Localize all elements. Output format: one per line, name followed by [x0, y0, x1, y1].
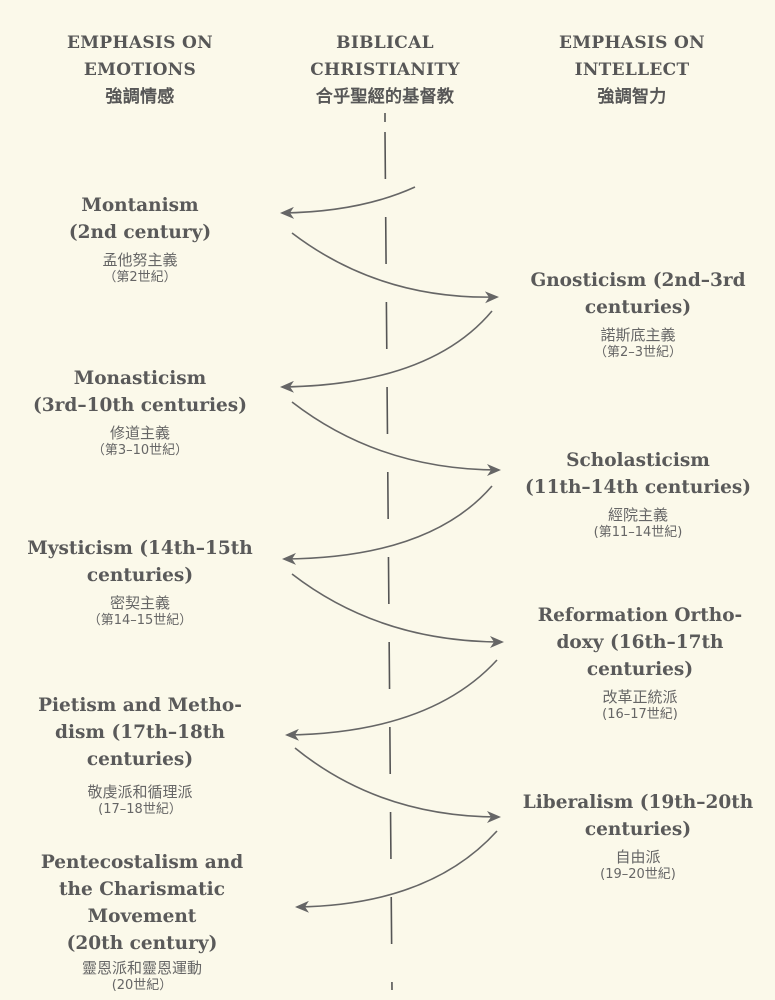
movement-zh: 孟他努主義 [102, 251, 178, 269]
movement-period: centuries) [86, 565, 194, 586]
movement-name: Pentecostalism and [40, 852, 244, 873]
header-zh: 強調情感 [105, 87, 175, 107]
movement-period: (11th–14th centuries) [524, 477, 752, 498]
movement-zh-period: (20世紀） [111, 978, 173, 993]
header-intellect: EMPHASIS ON INTELLECT 強調智力 [532, 30, 732, 111]
movement-zh: 密契主義 [109, 594, 170, 612]
movement-zh: 靈恩派和靈恩運動 [81, 959, 202, 977]
movement-zh-period: （第14–15世紀） [87, 613, 193, 628]
movement-name: the Charismatic [59, 879, 225, 900]
movement-period: centuries) [86, 749, 194, 770]
movement-name: dism (17th–18th [55, 722, 225, 743]
movement-period: (3rd–10th centuries) [33, 395, 247, 416]
movement-pietism-methodism: Pietism and Metho- dism (17th–18th centu… [0, 692, 290, 818]
movement-period: centuries) [584, 297, 692, 318]
movement-name: Movement [87, 906, 197, 927]
movement-liberalism: Liberalism (19th–20th centuries) 自由派 (19… [488, 789, 775, 883]
movement-name: doxy (16th–17th [556, 632, 724, 653]
header-text: INTELLECT [574, 60, 690, 80]
movement-pentecostalism: Pentecostalism and the Charismatic Movem… [0, 849, 292, 994]
movement-zh: 經院主義 [607, 506, 668, 524]
movement-zh: 修道主義 [109, 424, 170, 442]
movement-zh-period: （第2世紀） [103, 270, 177, 285]
header-zh: 強調智力 [597, 87, 667, 107]
movement-name: Liberalism (19th–20th [522, 792, 754, 813]
movement-period: (2nd century) [68, 222, 212, 243]
movement-zh-period: （第2–3世紀） [593, 345, 683, 360]
movement-period: centuries) [584, 819, 692, 840]
movement-zh: 敬虔派和循理派 [87, 783, 193, 801]
movement-zh-period: (第11–14世紀) [593, 525, 683, 540]
movement-montanism: Montanism (2nd century) 孟他努主義 （第2世紀） [0, 192, 290, 286]
arrow-to-liberalism [294, 747, 501, 823]
arrow-to-pietism [285, 659, 498, 741]
movement-name: Reformation Ortho- [537, 605, 743, 626]
movement-period: centuries) [586, 659, 694, 680]
movement-name: Monasticism [73, 368, 207, 389]
movement-zh-period: (19–20世紀) [600, 867, 676, 882]
header-emotions: EMPHASIS ON EMOTIONS 強調情感 [40, 30, 240, 111]
arrow-to-monasticism [280, 310, 493, 393]
movement-zh-period: （第3–10世紀） [91, 443, 189, 458]
movement-name: Gnosticism (2nd–3rd [530, 270, 746, 291]
header-zh: 合乎聖經的基督教 [315, 87, 455, 107]
arrow-to-pentecostalism [295, 830, 498, 913]
movement-scholasticism: Scholasticism (11th–14th centuries) 經院主義… [488, 447, 775, 541]
movement-name: Montanism [81, 195, 199, 216]
arrow-to-mysticism [282, 485, 493, 565]
movement-name: Mysticism (14th–15th [27, 538, 253, 559]
movement-zh: 自由派 [615, 848, 661, 866]
arrow-to-montanism [280, 186, 416, 219]
arrow-to-reformation [291, 573, 504, 648]
movement-zh: 諾斯底主義 [600, 326, 676, 344]
movement-zh-period: (17–18世紀） [98, 802, 182, 817]
header-text: CHRISTIANITY [310, 60, 460, 80]
movement-period: (20th century) [66, 933, 218, 954]
biblical-christianity-axis [384, 131, 393, 991]
movement-reformation-orthodoxy: Reformation Ortho- doxy (16th–17th centu… [490, 602, 775, 723]
movement-name: Scholasticism [566, 450, 710, 471]
header-text: BIBLICAL [336, 33, 434, 53]
header-text: EMPHASIS ON [67, 33, 213, 53]
header-text: EMPHASIS ON [559, 33, 705, 53]
arrow-to-scholasticism [291, 401, 501, 476]
movement-monasticism: Monasticism (3rd–10th centuries) 修道主義 （第… [0, 365, 290, 459]
arrow-to-gnosticism [291, 232, 499, 304]
movement-gnosticism: Gnosticism (2nd–3rd centuries) 諾斯底主義 （第2… [488, 267, 775, 361]
movement-name: Pietism and Metho- [38, 695, 242, 716]
header-biblical-christianity: BIBLICAL CHRISTIANITY 合乎聖經的基督教 [285, 30, 485, 111]
header-text: EMOTIONS [83, 60, 197, 80]
movement-mysticism: Mysticism (14th–15th centuries) 密契主義 （第1… [0, 535, 290, 629]
movement-zh-period: (16–17世紀) [602, 707, 678, 722]
movement-zh: 改革正統派 [602, 688, 678, 706]
